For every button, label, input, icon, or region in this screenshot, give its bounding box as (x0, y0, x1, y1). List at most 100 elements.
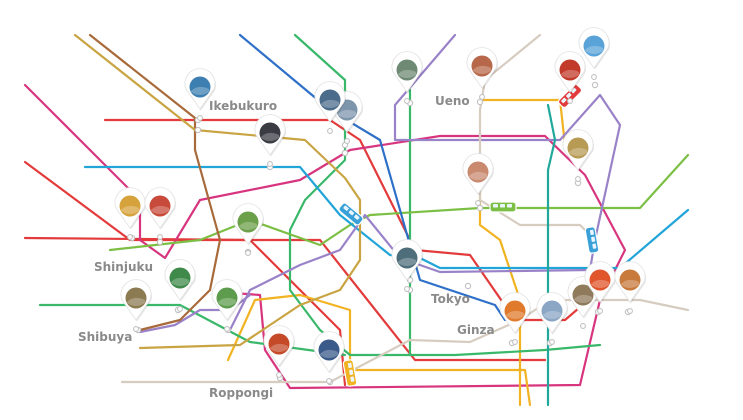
photo-highlight (127, 297, 145, 306)
photo-highlight (270, 343, 288, 352)
line-orange-south (478, 183, 522, 407)
shrine-photo-icon (567, 137, 589, 159)
pin-skytree[interactable] (578, 27, 610, 80)
station-dot[interactable] (156, 238, 164, 246)
trains (338, 83, 600, 387)
pin-garden[interactable] (232, 203, 264, 256)
gate-photo-icon (559, 59, 581, 81)
photo-highlight (171, 277, 189, 286)
district-label-shibuya: Shibuya (78, 330, 133, 344)
pin-station-dot (404, 98, 410, 104)
photo-highlight (191, 86, 209, 95)
pin-shibuya-crossing[interactable] (120, 279, 152, 332)
line-cyan (83, 165, 690, 270)
line-blue (238, 33, 507, 322)
train-window (561, 97, 567, 104)
district-label-ueno: Ueno (435, 94, 470, 108)
tower-photo-icon (189, 76, 211, 98)
pin-station-dot (327, 128, 333, 134)
station-dot[interactable] (476, 98, 484, 106)
photo-highlight (591, 279, 609, 288)
pin-tokyo-station[interactable] (462, 153, 494, 206)
pin-tokyo-street[interactable] (391, 239, 424, 292)
street-photo-icon (396, 247, 418, 269)
photo-highlight (338, 109, 356, 118)
photo-highlight (543, 310, 561, 319)
train-center-icon (338, 202, 364, 226)
pin-station-dot (197, 115, 203, 121)
pin-kaminarimon[interactable] (554, 51, 586, 104)
pin-station-dot (575, 176, 581, 182)
pin-sushi[interactable] (584, 261, 617, 314)
pin-ikebukuro-tower[interactable] (184, 68, 216, 121)
train-window (350, 376, 355, 382)
pin-ueno-market[interactable] (466, 47, 498, 100)
pin-station-dot (549, 339, 555, 345)
pin-station-dot (157, 234, 163, 240)
pin-park[interactable] (211, 279, 243, 332)
photo-highlight (151, 205, 169, 214)
station-photo-icon (467, 161, 489, 183)
pin-ramen[interactable] (614, 261, 647, 314)
pin-ginza-lake[interactable] (536, 292, 568, 345)
train-north-icon (557, 83, 583, 109)
pin-night-view[interactable] (254, 114, 286, 167)
pin-shinjuku-shop[interactable] (144, 187, 176, 240)
line-red-south (23, 236, 347, 387)
train-window (354, 214, 360, 220)
line-orange (226, 293, 532, 407)
sunset-photo-icon (504, 300, 526, 322)
pin-ginza-sunset[interactable] (499, 292, 531, 345)
line-beige (120, 298, 690, 384)
crossing-photo-icon (125, 287, 147, 309)
pin-station-dot (479, 94, 485, 100)
train-window (571, 87, 577, 94)
photo-highlight (261, 132, 279, 141)
bridge-photo-icon (319, 89, 341, 111)
pin-shrine[interactable] (562, 129, 595, 182)
pin-station-dot (567, 98, 573, 104)
station-dot[interactable] (591, 81, 599, 89)
photo-highlight (398, 69, 416, 78)
pin-forest[interactable] (164, 259, 196, 312)
photo-highlight (506, 310, 524, 319)
line-purple (228, 33, 622, 332)
station-dot[interactable] (464, 282, 472, 290)
station-dot[interactable] (194, 126, 202, 134)
tower-night-photo-icon (268, 333, 290, 355)
train-window (592, 243, 597, 249)
train-window (591, 236, 596, 242)
pin-bay-bridge[interactable] (314, 81, 346, 134)
photo-highlight (621, 279, 639, 288)
train-window (507, 204, 512, 208)
station-dot[interactable] (341, 149, 349, 157)
pin-station-dot (597, 308, 603, 314)
forest-photo-icon (169, 267, 191, 289)
station-dot[interactable] (476, 204, 484, 212)
photo-highlight (585, 45, 603, 54)
photo-highlight (473, 65, 491, 74)
night-city-photo-icon (119, 195, 141, 217)
park-photo-icon (216, 287, 238, 309)
garden-photo-icon (237, 211, 259, 233)
train-east-icon (584, 226, 600, 254)
pin-skyline[interactable] (313, 331, 345, 384)
pin-north-street[interactable] (391, 51, 424, 104)
photo-highlight (321, 99, 339, 108)
train-window (343, 205, 349, 211)
pin-station-dot (276, 372, 282, 378)
photo-highlight (218, 297, 236, 306)
photo-highlight (398, 257, 416, 266)
train-window (500, 204, 505, 208)
pin-shinjuku-night[interactable] (114, 187, 146, 240)
pin-station-dot (245, 250, 251, 256)
pin-station-dot (344, 138, 350, 144)
pin-station-dot (133, 326, 139, 332)
lake-photo-icon (541, 300, 563, 322)
night-photo-icon (259, 122, 281, 144)
shop-photo-icon (149, 195, 171, 217)
pin-tokyo-tower[interactable] (263, 325, 295, 378)
photo-pins (114, 27, 647, 384)
pin-station-dot (224, 326, 230, 332)
